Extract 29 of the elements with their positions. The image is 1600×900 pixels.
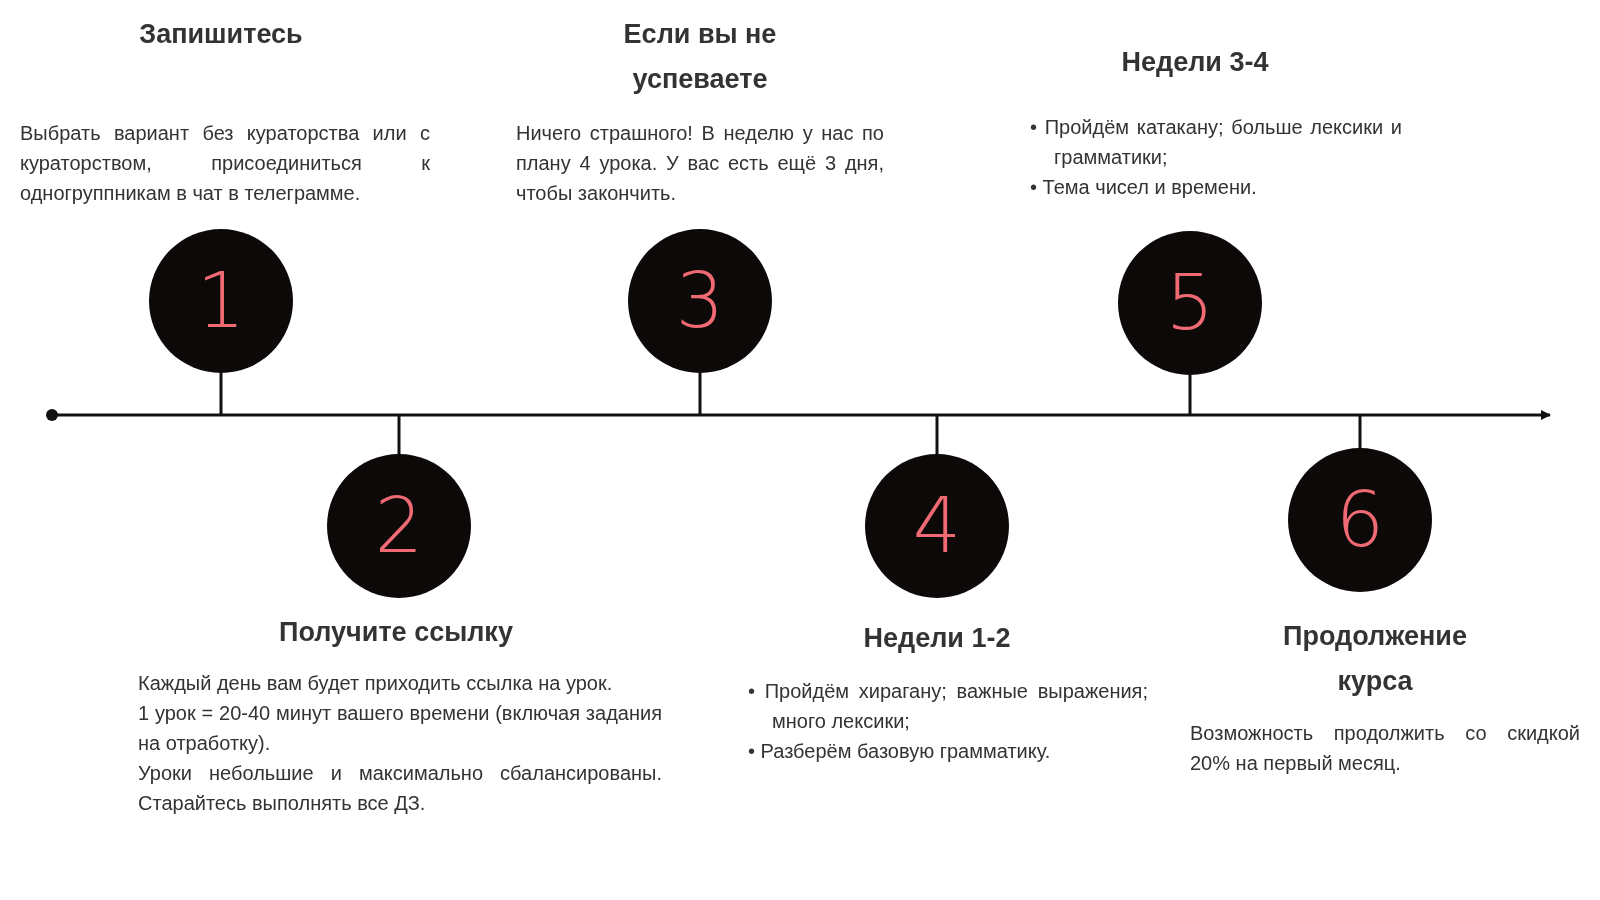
connector-line <box>397 416 401 454</box>
step-heading: Если вы не успеваете <box>622 18 778 96</box>
step-heading: Запишитесь <box>138 18 304 51</box>
step-number: 4 <box>912 488 962 564</box>
bullet-item: • Пройдём хирагану; важные выражения; много лексики; <box>748 679 1148 734</box>
description-text: 1 урок = 20-40 минут вашего времени (включая задания на отработку). <box>138 701 662 756</box>
connector-line <box>935 416 939 454</box>
connector-line <box>219 373 223 414</box>
step-number: 3 <box>675 263 725 339</box>
bullet-item: • Разберём базовую грамматику. <box>748 739 1052 764</box>
bullet-item: • Тема чисел и времени. <box>1030 175 1258 200</box>
description-text: Ничего страшного! В неделю у нас по плану 4 урока. У вас есть ещё 3 дня, чтобы закончить. <box>516 121 884 206</box>
step-heading: Получите ссылку <box>278 616 514 649</box>
description-text: Каждый день вам будет приходить ссылка на урок. <box>138 671 614 696</box>
bullet-item: • Пройдём катакану; больше лексики и грамматики; <box>1030 115 1402 170</box>
description-text: Возможность продолжить со скидкой 20% на первый месяц. <box>1190 721 1580 776</box>
description-text: Уроки небольшие и максимально сбалансированы. Старайтесь выполнять все ДЗ. <box>138 761 662 816</box>
connector-line <box>698 373 702 414</box>
connector-line <box>1188 375 1192 414</box>
timeline-axis <box>46 409 1551 421</box>
step-number: 2 <box>374 488 424 564</box>
step-number: 5 <box>1165 265 1215 341</box>
description-text: Выбрать вариант без кураторства или с кураторством, присоединиться к одногруппникам в чат в телеграмме. <box>20 121 430 206</box>
step-number: 1 <box>196 263 246 339</box>
connector-line <box>1358 416 1362 448</box>
step-heading: Недели 3-4 <box>1120 46 1270 79</box>
step-number: 6 <box>1335 482 1385 558</box>
step-heading: Продолжение курса <box>1282 620 1468 698</box>
step-heading: Недели 1-2 <box>862 622 1012 655</box>
